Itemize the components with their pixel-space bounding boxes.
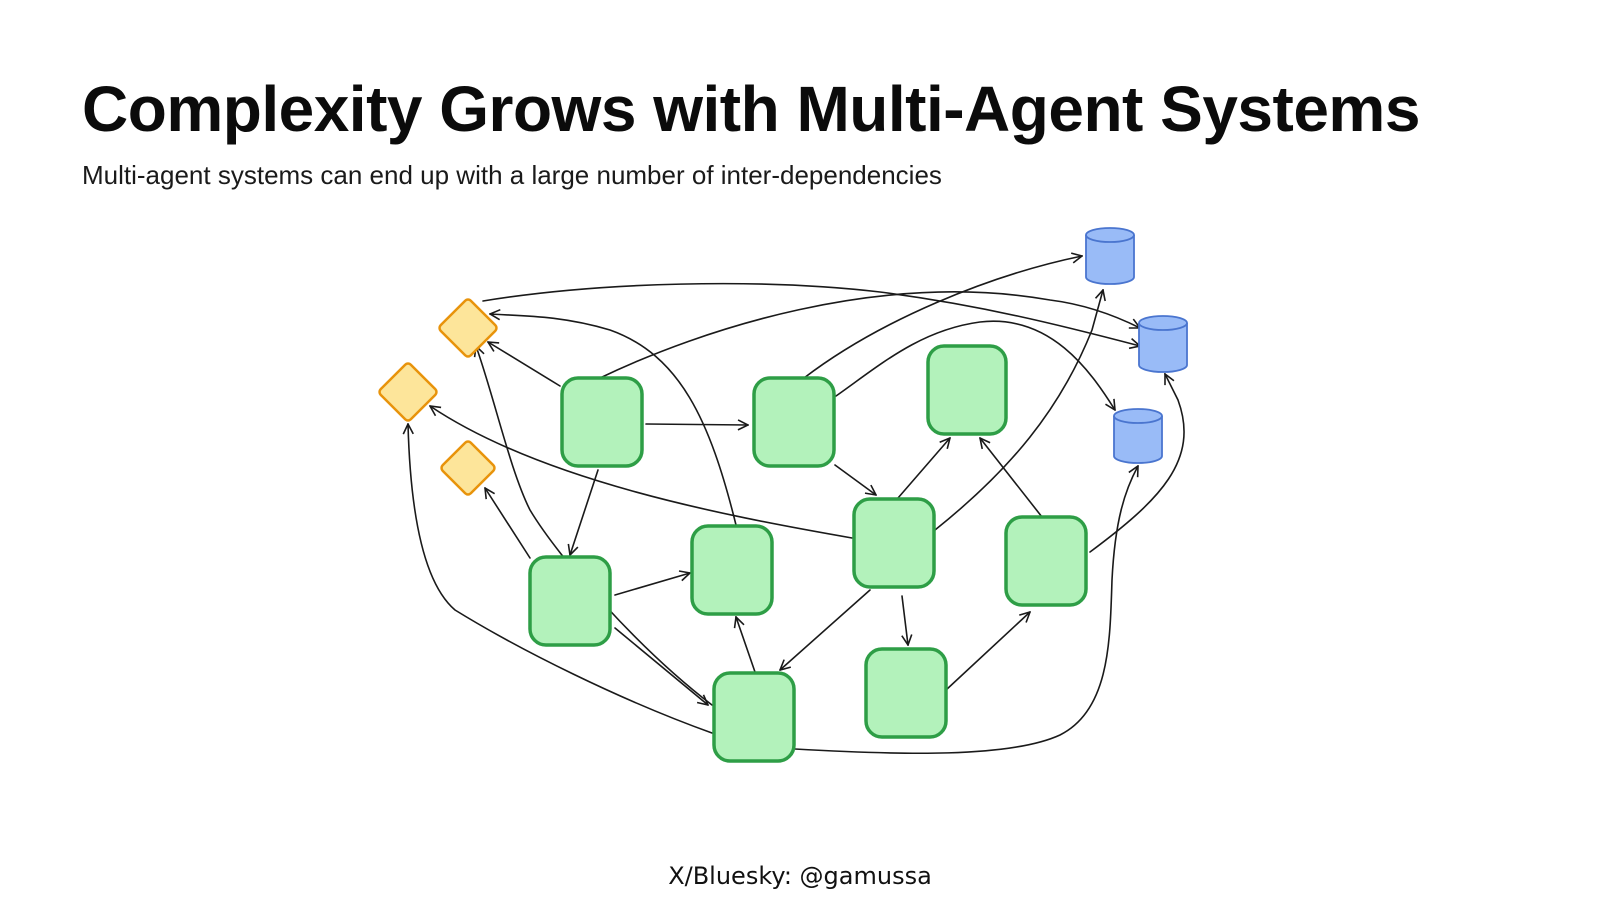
edge-a5-t3 [485, 488, 531, 559]
database-2 [1138, 315, 1188, 373]
database-3-body [1113, 416, 1163, 464]
tool-diamond-3 [440, 440, 496, 496]
edge-a10-a3 [980, 438, 1043, 518]
edge-a8-t1 [476, 346, 713, 706]
agent-node-3 [926, 344, 1008, 436]
edge-a1-t1 [488, 342, 561, 387]
agent-node-1 [560, 376, 644, 468]
database-3 [1113, 408, 1163, 464]
footer-social-handle: X/Bluesky: @gamussa [668, 862, 932, 890]
edge-a8-d3 [794, 466, 1138, 755]
edge-a5-a6 [614, 573, 690, 596]
edge-a6-t1 [490, 314, 737, 526]
edge-a9-a10 [945, 612, 1030, 691]
edge-a2-d3 [835, 320, 1115, 410]
agent-node-9 [864, 647, 948, 739]
slide-title: Complexity Grows with Multi-Agent System… [82, 73, 1420, 145]
edge-a1-d2 [599, 291, 1140, 379]
tool-diamond-1 [438, 298, 498, 358]
agent-node-8 [712, 671, 796, 763]
agent-node-7 [1004, 515, 1088, 607]
database-3-top [1113, 408, 1163, 424]
edge-t1-d2 [482, 282, 1140, 346]
edge-a4-a9 [902, 595, 908, 645]
edge-a8-t2 [408, 424, 713, 734]
edge-a4-t2 [430, 406, 853, 539]
database-1-body [1085, 235, 1135, 285]
edge-a2-d1 [803, 256, 1082, 379]
edge-a10-d2 [1089, 374, 1185, 553]
agent-node-6 [690, 524, 774, 616]
tool-diamond-2 [378, 362, 438, 422]
database-2-top [1138, 315, 1188, 331]
edge-a5-a8 [614, 627, 708, 705]
edge-a4-a8 [780, 589, 871, 670]
edge-a1-a5 [570, 469, 599, 555]
edge-layer [408, 256, 1185, 755]
database-1-top [1085, 227, 1135, 243]
agent-node-2 [752, 376, 836, 468]
database-2-body [1138, 323, 1188, 373]
edge-a1-a2 [645, 424, 748, 425]
agent-node-4 [852, 497, 936, 589]
agent-node-5 [528, 555, 612, 647]
database-1 [1085, 227, 1135, 285]
edge-a4-d1 [934, 290, 1103, 531]
slide-subtitle: Multi-agent systems can end up with a la… [82, 160, 942, 190]
edge-a4-a3 [897, 438, 950, 499]
node-layer [378, 227, 1188, 763]
edge-a2-a4 [834, 464, 876, 495]
edge-a8-a6 [736, 617, 756, 673]
